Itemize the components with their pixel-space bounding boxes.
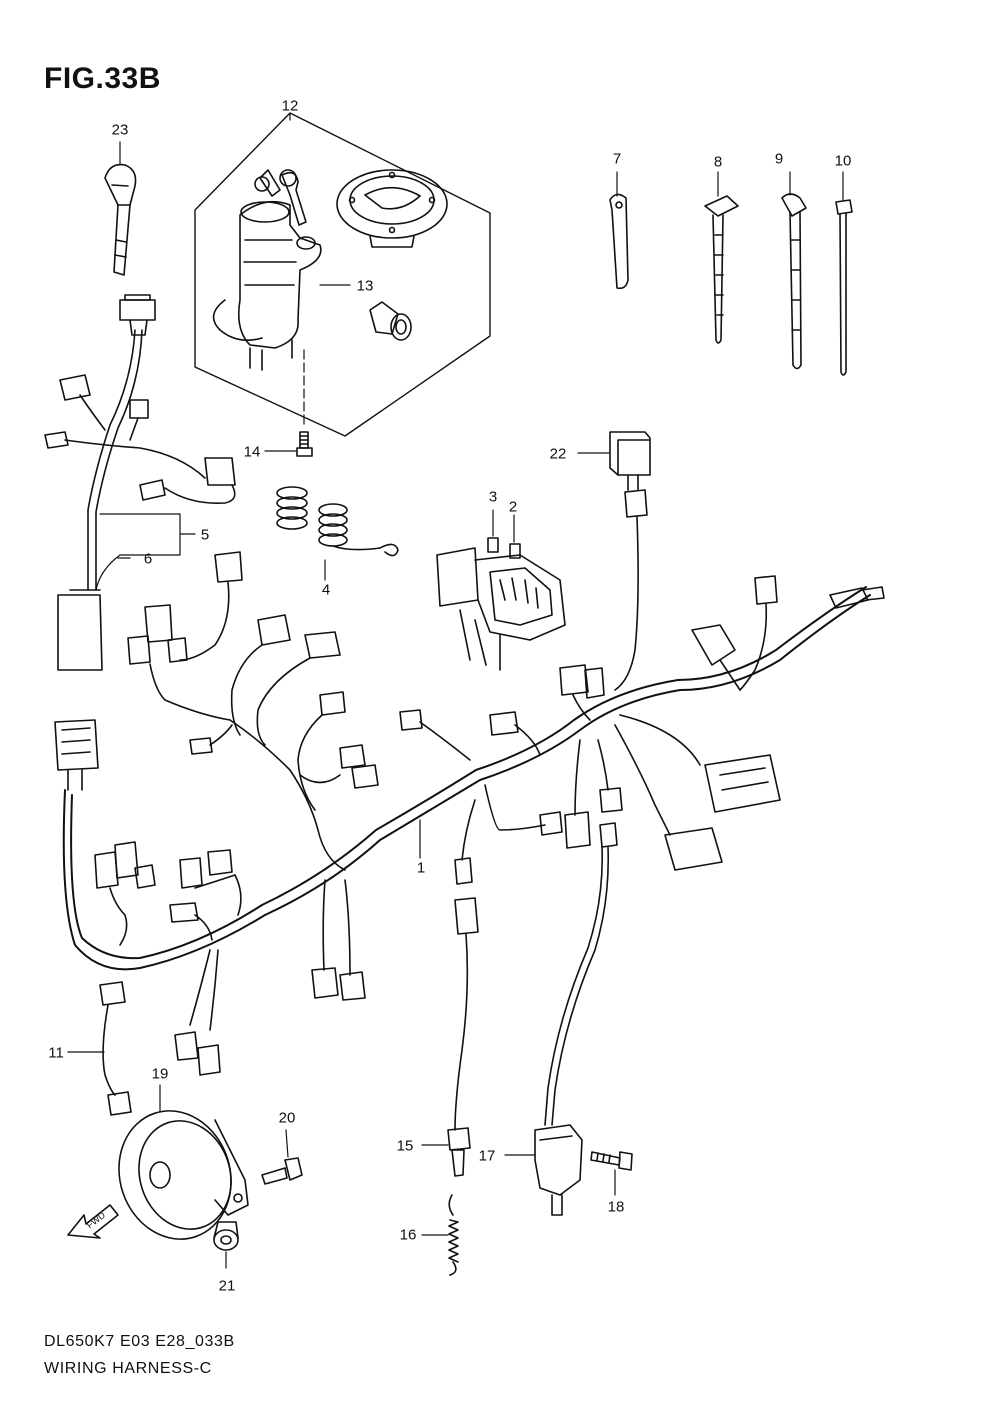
ignition-switch xyxy=(212,169,322,371)
main-harness xyxy=(62,586,871,971)
relay-22 xyxy=(577,431,651,491)
spring-16 xyxy=(421,1194,459,1276)
lock-cylinder xyxy=(369,301,412,341)
callout-10: 10 xyxy=(834,152,852,170)
callout-9: 9 xyxy=(774,150,784,168)
switch-17 xyxy=(504,1124,583,1216)
callout-11: 11 xyxy=(48,1044,64,1062)
fwd-arrow: FWD xyxy=(67,1204,119,1239)
horn-19 xyxy=(118,1084,249,1240)
spring-coils xyxy=(276,486,399,581)
callout-23: 23 xyxy=(111,121,129,139)
callout-2: 2 xyxy=(508,498,518,516)
callout-7: 7 xyxy=(612,150,622,168)
callout-8: 8 xyxy=(713,153,723,171)
mid-left-connectors xyxy=(127,551,379,871)
callout-21: 21 xyxy=(218,1277,236,1295)
callout-14: 14 xyxy=(243,443,261,461)
callout-19: 19 xyxy=(151,1065,169,1083)
right-lower-connectors xyxy=(544,714,781,1126)
center-branches xyxy=(174,709,563,1076)
left-upper-branch xyxy=(44,294,236,671)
callout-18: 18 xyxy=(607,1198,625,1216)
callout-13: 13 xyxy=(356,277,374,295)
clamp-strap xyxy=(609,171,629,290)
screw-14 xyxy=(264,431,313,457)
fuse-box xyxy=(436,547,566,671)
cable-tie-10 xyxy=(835,171,853,376)
callout-12: 12 xyxy=(281,97,299,115)
assembly-outline xyxy=(194,112,491,437)
callout-22: 22 xyxy=(549,445,567,463)
key-blank xyxy=(104,141,137,276)
nut-21 xyxy=(213,1221,239,1269)
connector-11 xyxy=(67,981,132,1116)
callout-1: 1 xyxy=(416,859,426,877)
callout-6: 6 xyxy=(143,550,153,568)
right-upper-connectors xyxy=(559,489,885,721)
sensor-15 xyxy=(421,897,479,1177)
cable-tie-8 xyxy=(704,171,739,344)
callout-5: 5 xyxy=(200,526,210,544)
figure-title: FIG.33B xyxy=(44,62,161,95)
cable-tie-9 xyxy=(781,171,807,370)
left-connector-bundle xyxy=(54,719,242,946)
diagram-caption: WIRING HARNESS-C xyxy=(44,1360,212,1377)
bolt-18 xyxy=(590,1151,633,1196)
fuel-cap xyxy=(336,169,448,248)
callout-17: 17 xyxy=(478,1147,496,1165)
bolt-20 xyxy=(261,1129,303,1185)
fuses xyxy=(487,509,521,559)
model-code: DL650K7 E03 E28_033B xyxy=(44,1333,235,1350)
callout-3: 3 xyxy=(488,488,498,506)
callout-16: 16 xyxy=(399,1226,417,1244)
callout-15: 15 xyxy=(396,1137,414,1155)
callout-20: 20 xyxy=(278,1109,296,1127)
callout-4: 4 xyxy=(321,581,331,599)
